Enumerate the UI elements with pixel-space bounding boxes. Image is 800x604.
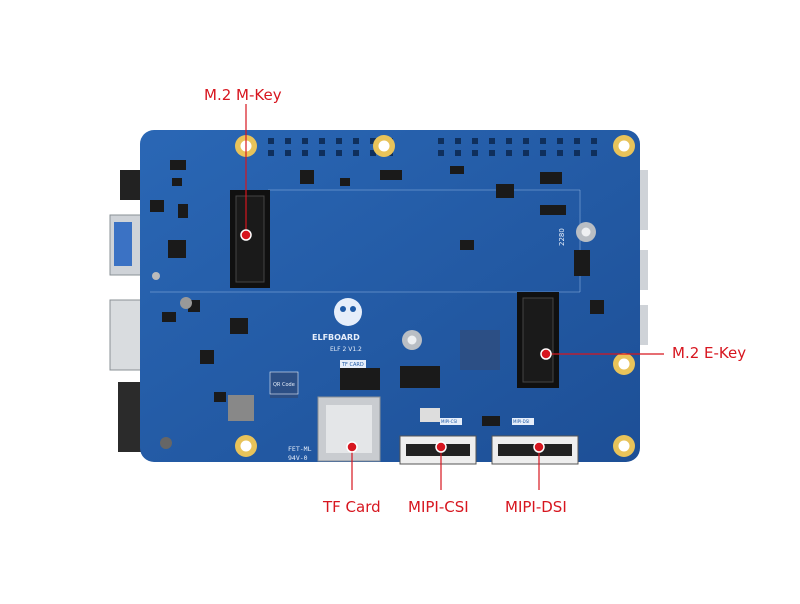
- dsi-silk-label: MIPI-DSI: [513, 419, 529, 424]
- marker-mipi-dsi: [533, 441, 545, 453]
- ethernet-port: [109, 299, 143, 371]
- gpio-pin: [353, 138, 359, 144]
- gpio-pin: [489, 138, 495, 144]
- gpio-pin: [455, 138, 461, 144]
- gpio-pin: [557, 150, 563, 156]
- m2-mkey-slot: [230, 190, 270, 288]
- audio-jack: [120, 170, 142, 200]
- gpio-pin: [336, 150, 342, 156]
- logo-text: ELFBOARD: [312, 333, 360, 342]
- gpio-pin: [353, 150, 359, 156]
- gpio-pin: [574, 150, 580, 156]
- gpio-pin: [540, 138, 546, 144]
- gpio-pin: [523, 138, 529, 144]
- gpio-pin: [370, 138, 376, 144]
- gpio-pin: [506, 138, 512, 144]
- callout-mipi-csi: MIPI-CSI: [408, 498, 469, 516]
- hdmi-port: [118, 382, 142, 452]
- m2-ekey-slot: [517, 292, 559, 388]
- gpio-pin: [506, 150, 512, 156]
- callout-tf-card: TF Card: [323, 498, 381, 516]
- gpio-pin: [438, 150, 444, 156]
- gpio-pin: [574, 138, 580, 144]
- model-text: ELF 2 V1.2: [330, 346, 362, 353]
- mipi-csi-connector: [399, 435, 477, 465]
- usb-port-1-tongue: [114, 222, 132, 266]
- corner-silk-2: 94V-0: [288, 454, 308, 462]
- gpio-pin: [557, 138, 563, 144]
- mounting-holes: [235, 135, 635, 457]
- marker-m2-ekey: [540, 348, 552, 360]
- marker-tf-card: [346, 441, 358, 453]
- board-logo: [334, 298, 362, 326]
- gpio-pin: [591, 150, 597, 156]
- qr-silk-label: QR Code: [273, 382, 295, 388]
- gpio-pin: [268, 150, 274, 156]
- smd-components: [150, 160, 604, 426]
- gpio-pin: [591, 138, 597, 144]
- gpio-pin: [489, 150, 495, 156]
- corner-silk-1: FET-ML: [288, 445, 312, 453]
- gpio-pin: [370, 150, 376, 156]
- callout-markers: [240, 229, 552, 453]
- m2-size-silk: 2280: [558, 228, 566, 246]
- callout-mipi-dsi: MIPI-DSI: [505, 498, 567, 516]
- gpio-pin: [472, 150, 478, 156]
- inductors: [152, 272, 192, 449]
- gpio-pin: [523, 150, 529, 156]
- gpio-pin: [285, 138, 291, 144]
- callout-leaders: [245, 104, 664, 490]
- gpio-pin: [540, 150, 546, 156]
- gpio-pin: [302, 150, 308, 156]
- csi-silk-label: MIPI-CSI: [441, 419, 457, 424]
- callout-m2-mkey: M.2 M-Key: [204, 86, 282, 104]
- left-connectors: [109, 170, 143, 452]
- marker-m2-mkey: [240, 229, 252, 241]
- marker-mipi-csi: [435, 441, 447, 453]
- tf-silk-label: TF CARD: [341, 362, 364, 368]
- gpio-pin: [336, 138, 342, 144]
- gpio-pin: [319, 138, 325, 144]
- gpio-pin: [455, 150, 461, 156]
- gpio-pin: [302, 138, 308, 144]
- gpio-pin: [438, 138, 444, 144]
- gpio-pin: [285, 150, 291, 156]
- gpio-pin: [319, 150, 325, 156]
- mipi-dsi-connector: [491, 435, 579, 465]
- callout-m2-ekey: M.2 E-Key: [672, 344, 747, 362]
- gpio-pin: [472, 138, 478, 144]
- gpio-pin: [268, 138, 274, 144]
